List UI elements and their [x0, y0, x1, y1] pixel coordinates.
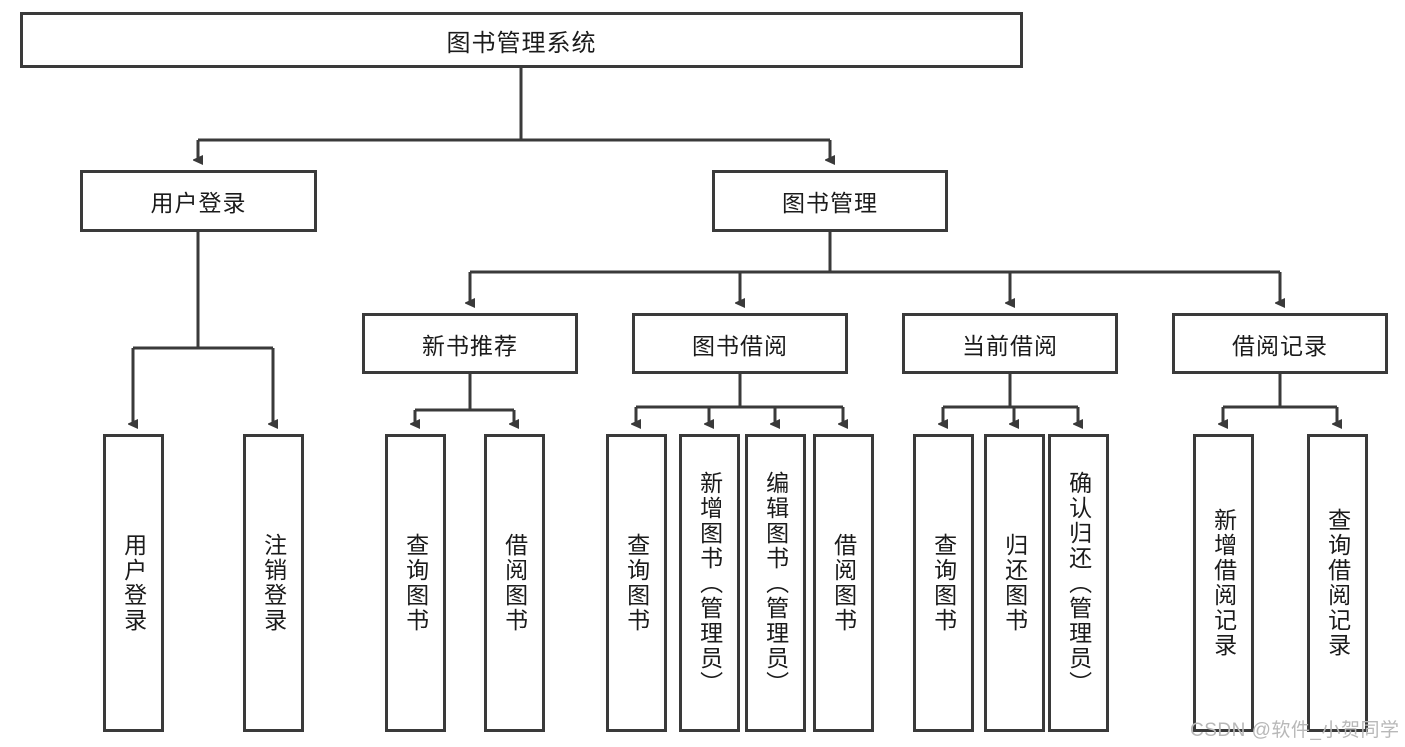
node-label: 当前借阅	[962, 332, 1058, 359]
node-label: 查询借阅记录	[1324, 508, 1351, 658]
node-label: 编辑图书（管理员）	[762, 470, 789, 696]
node-label: 借阅图书	[830, 533, 857, 633]
node-label: 用户登录	[120, 533, 147, 633]
node-leaf-borrow-book-rec[interactable]: 借阅图书	[484, 434, 545, 732]
node-label: 图书借阅	[692, 332, 788, 359]
node-label: 归还图书	[1001, 533, 1028, 633]
node-borrow-record[interactable]: 借阅记录	[1172, 313, 1388, 374]
node-label: 查询图书	[623, 533, 650, 633]
node-label: 新书推荐	[422, 332, 518, 359]
node-label: 查询图书	[402, 533, 429, 633]
node-leaf-query-book-current[interactable]: 查询图书	[913, 434, 974, 732]
node-label: 图书管理系统	[446, 29, 597, 57]
node-root-system[interactable]: 图书管理系统	[20, 12, 1023, 68]
node-label: 图书管理	[782, 190, 878, 216]
node-label: 用户登录	[150, 190, 247, 216]
node-leaf-query-record[interactable]: 查询借阅记录	[1307, 434, 1368, 732]
node-leaf-return-book[interactable]: 归还图书	[984, 434, 1045, 732]
node-label: 新增图书（管理员）	[696, 470, 723, 696]
node-user-login[interactable]: 用户登录	[80, 170, 317, 232]
node-leaf-borrow-book[interactable]: 借阅图书	[813, 434, 874, 732]
node-book-borrow[interactable]: 图书借阅	[632, 313, 848, 374]
node-leaf-user-logout[interactable]: 注销登录	[243, 434, 304, 732]
node-label: 查询图书	[930, 533, 957, 633]
node-label: 借阅图书	[501, 533, 528, 633]
node-label: 借阅记录	[1232, 332, 1328, 359]
node-label: 注销登录	[260, 533, 287, 633]
node-new-book-recommend[interactable]: 新书推荐	[362, 313, 578, 374]
node-current-borrow[interactable]: 当前借阅	[902, 313, 1118, 374]
csdn-watermark: CSDN @软件_小贺同学	[1190, 720, 1400, 741]
node-leaf-add-record[interactable]: 新增借阅记录	[1193, 434, 1254, 732]
node-leaf-user-login[interactable]: 用户登录	[103, 434, 164, 732]
node-leaf-query-book-rec[interactable]: 查询图书	[385, 434, 446, 732]
node-leaf-confirm-return[interactable]: 确认归还（管理员）	[1048, 434, 1109, 732]
node-leaf-edit-book[interactable]: 编辑图书（管理员）	[745, 434, 806, 732]
node-book-management[interactable]: 图书管理	[712, 170, 948, 232]
node-leaf-add-book[interactable]: 新增图书（管理员）	[679, 434, 740, 732]
node-label: 确认归还（管理员）	[1065, 470, 1092, 696]
node-label: 新增借阅记录	[1210, 508, 1237, 658]
node-leaf-query-book-borrow[interactable]: 查询图书	[606, 434, 667, 732]
